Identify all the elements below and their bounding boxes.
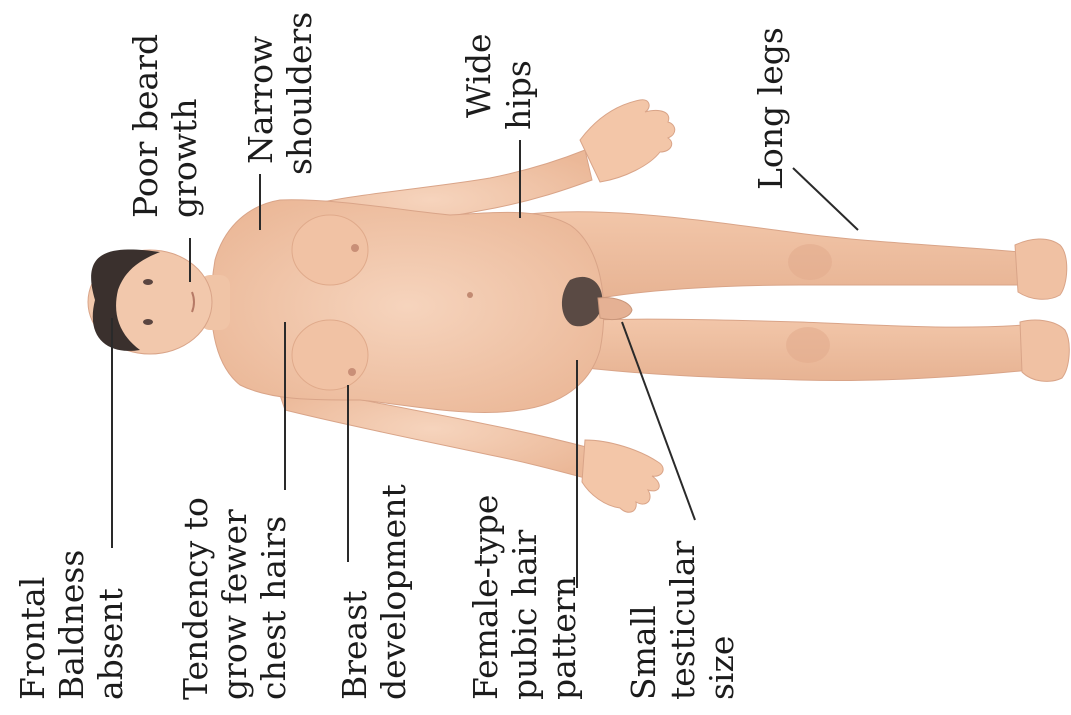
breast-lower: [292, 320, 368, 390]
label-hips-line2: hips: [499, 60, 538, 130]
label-beard: Poor beard growth: [126, 34, 204, 218]
label-breast-line1: Breast: [335, 591, 374, 700]
label-chest-hairs-line3: chest hairs: [254, 516, 293, 700]
hand-upper: [580, 100, 675, 182]
label-chest-hairs-line1: Tendency to: [176, 497, 215, 700]
label-chest-hairs-line2: grow fewer: [215, 509, 254, 700]
eye-upper: [143, 279, 153, 285]
label-frontal-baldness-line3: absent: [91, 588, 130, 700]
hand-lower: [582, 440, 663, 512]
label-breast-line2: development: [374, 484, 413, 700]
label-beard-line2: growth: [165, 98, 204, 218]
eye-lower: [143, 319, 153, 325]
label-pubic-hair: Female-type pubic hair pattern: [466, 495, 583, 700]
label-pubic-hair-line3: pattern: [544, 576, 583, 700]
nipple-lower: [348, 368, 356, 376]
label-breast: Breast development: [335, 484, 413, 700]
body-figure: [88, 100, 1069, 513]
label-testicular: Small testicular size: [624, 540, 741, 700]
label-shoulders-line1: Narrow: [241, 36, 280, 164]
label-testicular-line3: size: [702, 636, 741, 700]
label-beard-line1: Poor beard: [126, 34, 165, 218]
label-frontal-baldness: Frontal Baldness absent: [13, 550, 130, 700]
label-pubic-hair-line1: Female-type: [466, 495, 505, 700]
knee-lower: [786, 327, 830, 363]
label-shoulders: Narrow shoulders: [241, 12, 319, 175]
label-frontal-baldness-line2: Baldness: [52, 550, 91, 700]
genitals: [598, 298, 632, 320]
label-frontal-baldness-line1: Frontal: [13, 577, 52, 700]
torso: [211, 200, 604, 413]
label-chest-hairs: Tendency to grow fewer chest hairs: [176, 497, 293, 700]
label-legs-line1: Long legs: [751, 27, 790, 190]
label-legs: Long legs: [751, 27, 790, 190]
label-hips-line1: Wide: [459, 33, 498, 118]
label-shoulders-line2: shoulders: [280, 12, 319, 175]
foot-upper: [1015, 239, 1067, 299]
label-pubic-hair-line2: pubic hair: [505, 529, 544, 700]
label-testicular-line2: testicular: [663, 540, 702, 700]
foot-lower: [1020, 320, 1069, 381]
navel: [467, 292, 473, 298]
knee-upper: [788, 244, 832, 280]
label-testicular-line1: Small: [624, 605, 663, 700]
label-hips: Wide hips: [459, 33, 538, 130]
leader-legs: [793, 168, 858, 230]
nipple-upper: [351, 244, 359, 252]
